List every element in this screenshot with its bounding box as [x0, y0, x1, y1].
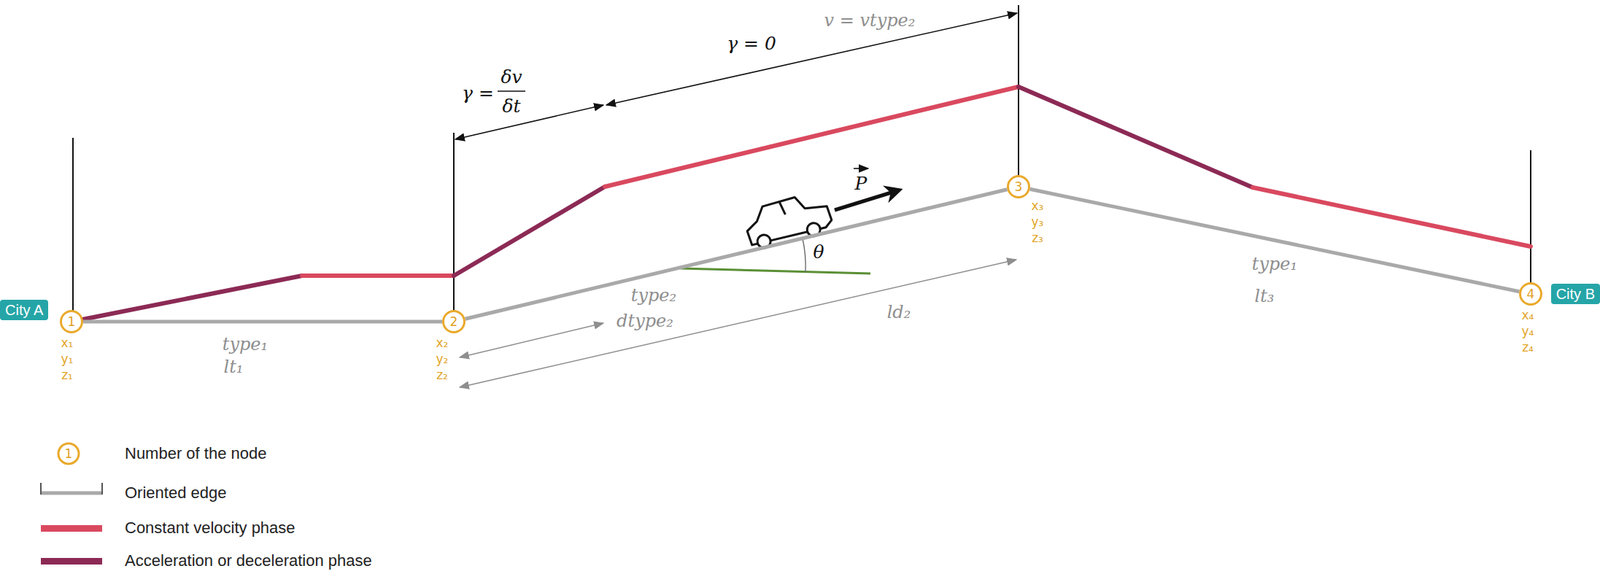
formula-label: δt	[501, 96, 521, 117]
node-coordinate: y₄	[1521, 324, 1535, 339]
formula-label: γ = 0	[726, 33, 777, 54]
formula-label: P	[855, 173, 868, 195]
label-text: x₃	[1031, 198, 1045, 214]
node-coordinate: y₁	[61, 352, 74, 367]
legend-row: Acceleration or deceleration phase	[124, 551, 373, 571]
label-text: type₁	[1251, 253, 1298, 275]
formula-label: v = vtype₂	[824, 10, 916, 30]
dimension-label: type₁	[222, 334, 268, 354]
dimension-label: dtype₂	[616, 311, 674, 331]
node-label: 1	[67, 315, 76, 329]
top-dimension-arrows	[455, 13, 1018, 140]
legend-swatch	[40, 525, 103, 532]
city-box: City B	[1551, 283, 1600, 305]
legend-text: Oriented edge	[124, 483, 227, 503]
label-text: z₃	[1031, 230, 1044, 246]
formula-label: θ	[812, 242, 824, 263]
formula-label: γ =	[461, 83, 494, 104]
node-coordinate: z₁	[61, 368, 73, 383]
label-text: z₁	[61, 367, 73, 383]
label-text: lt₁	[223, 356, 244, 378]
label-text: dtype₂	[616, 310, 674, 332]
label-text: γ =	[461, 82, 494, 104]
node-label: City B	[1556, 286, 1595, 303]
node-coordinate: x₂	[436, 336, 449, 351]
node-coordinate: z₄	[1521, 340, 1534, 355]
length-dimension-arrows	[459, 259, 1017, 388]
node-coordinate: y₂	[436, 352, 449, 367]
node-label: City A	[5, 302, 44, 319]
legend-row: Constant velocity phase	[124, 518, 296, 538]
node-coordinate: y₃	[1031, 215, 1045, 230]
dimension-label: lt₃	[1254, 286, 1275, 306]
legend-sample-number: 1	[64, 447, 73, 462]
node-number-circle: 2	[442, 310, 466, 334]
oriented-edge	[465, 189, 1008, 320]
city-box: City A	[0, 299, 49, 321]
dimension-label: ld₂	[887, 302, 912, 322]
oriented-edge	[1030, 188, 1520, 292]
label-text: θ	[812, 241, 824, 263]
node-number-circle: 4	[1519, 282, 1543, 306]
label-text: lt₃	[1254, 286, 1275, 307]
dimension-label: lt₁	[223, 357, 244, 377]
label-text: x₄	[1521, 307, 1535, 323]
dimension-label: type₂	[631, 286, 677, 305]
label-text: γ = 0	[726, 32, 777, 54]
legend-samples	[40, 443, 103, 495]
node-label: 2	[450, 315, 459, 329]
label-text: z₂	[436, 367, 448, 383]
label-text: y₂	[436, 351, 449, 367]
legend-text: Constant velocity phase	[124, 518, 296, 538]
label-text: v = vtype₂	[824, 10, 916, 31]
legend-text: Acceleration or deceleration phase	[124, 551, 373, 571]
node-verticals	[72, 5, 1531, 312]
legend-text: Number of the node	[124, 444, 267, 464]
node-label: 4	[1527, 288, 1536, 301]
oriented-edge	[83, 320, 443, 324]
label-text: y₃	[1031, 214, 1045, 230]
velocity-profile	[71, 86, 1531, 322]
node-coordinate: z₂	[436, 368, 448, 383]
force-vector	[834, 168, 896, 211]
node-number-circle: 1	[59, 310, 84, 334]
node-coordinate: z₃	[1031, 231, 1044, 246]
label-text: 1	[64, 446, 73, 462]
node-number-circle: 3	[1006, 175, 1031, 199]
label-text: δv	[500, 66, 522, 88]
label-text: P	[855, 172, 868, 195]
label-text: type₂	[631, 285, 677, 306]
legend-swatch	[40, 558, 103, 565]
node-label: 3	[1014, 180, 1023, 194]
node-coordinate: x₄	[1521, 308, 1535, 323]
label-text: x₂	[436, 335, 449, 351]
legend-row: Oriented edge	[124, 483, 227, 503]
label-text: type₁	[222, 334, 268, 355]
label-text: ld₂	[887, 302, 912, 323]
node-coordinate: x₁	[61, 336, 74, 351]
label-text: y₄	[1521, 323, 1535, 339]
legend-row: Number of the node	[124, 444, 267, 464]
node-coordinate: x₃	[1031, 199, 1045, 214]
dimension-label: type₁	[1251, 254, 1298, 274]
label-text: x₁	[61, 335, 74, 351]
formula-label: δv	[500, 67, 522, 88]
label-text: z₄	[1521, 339, 1534, 355]
label-text: δt	[501, 95, 521, 117]
label-text: y₁	[61, 351, 74, 367]
